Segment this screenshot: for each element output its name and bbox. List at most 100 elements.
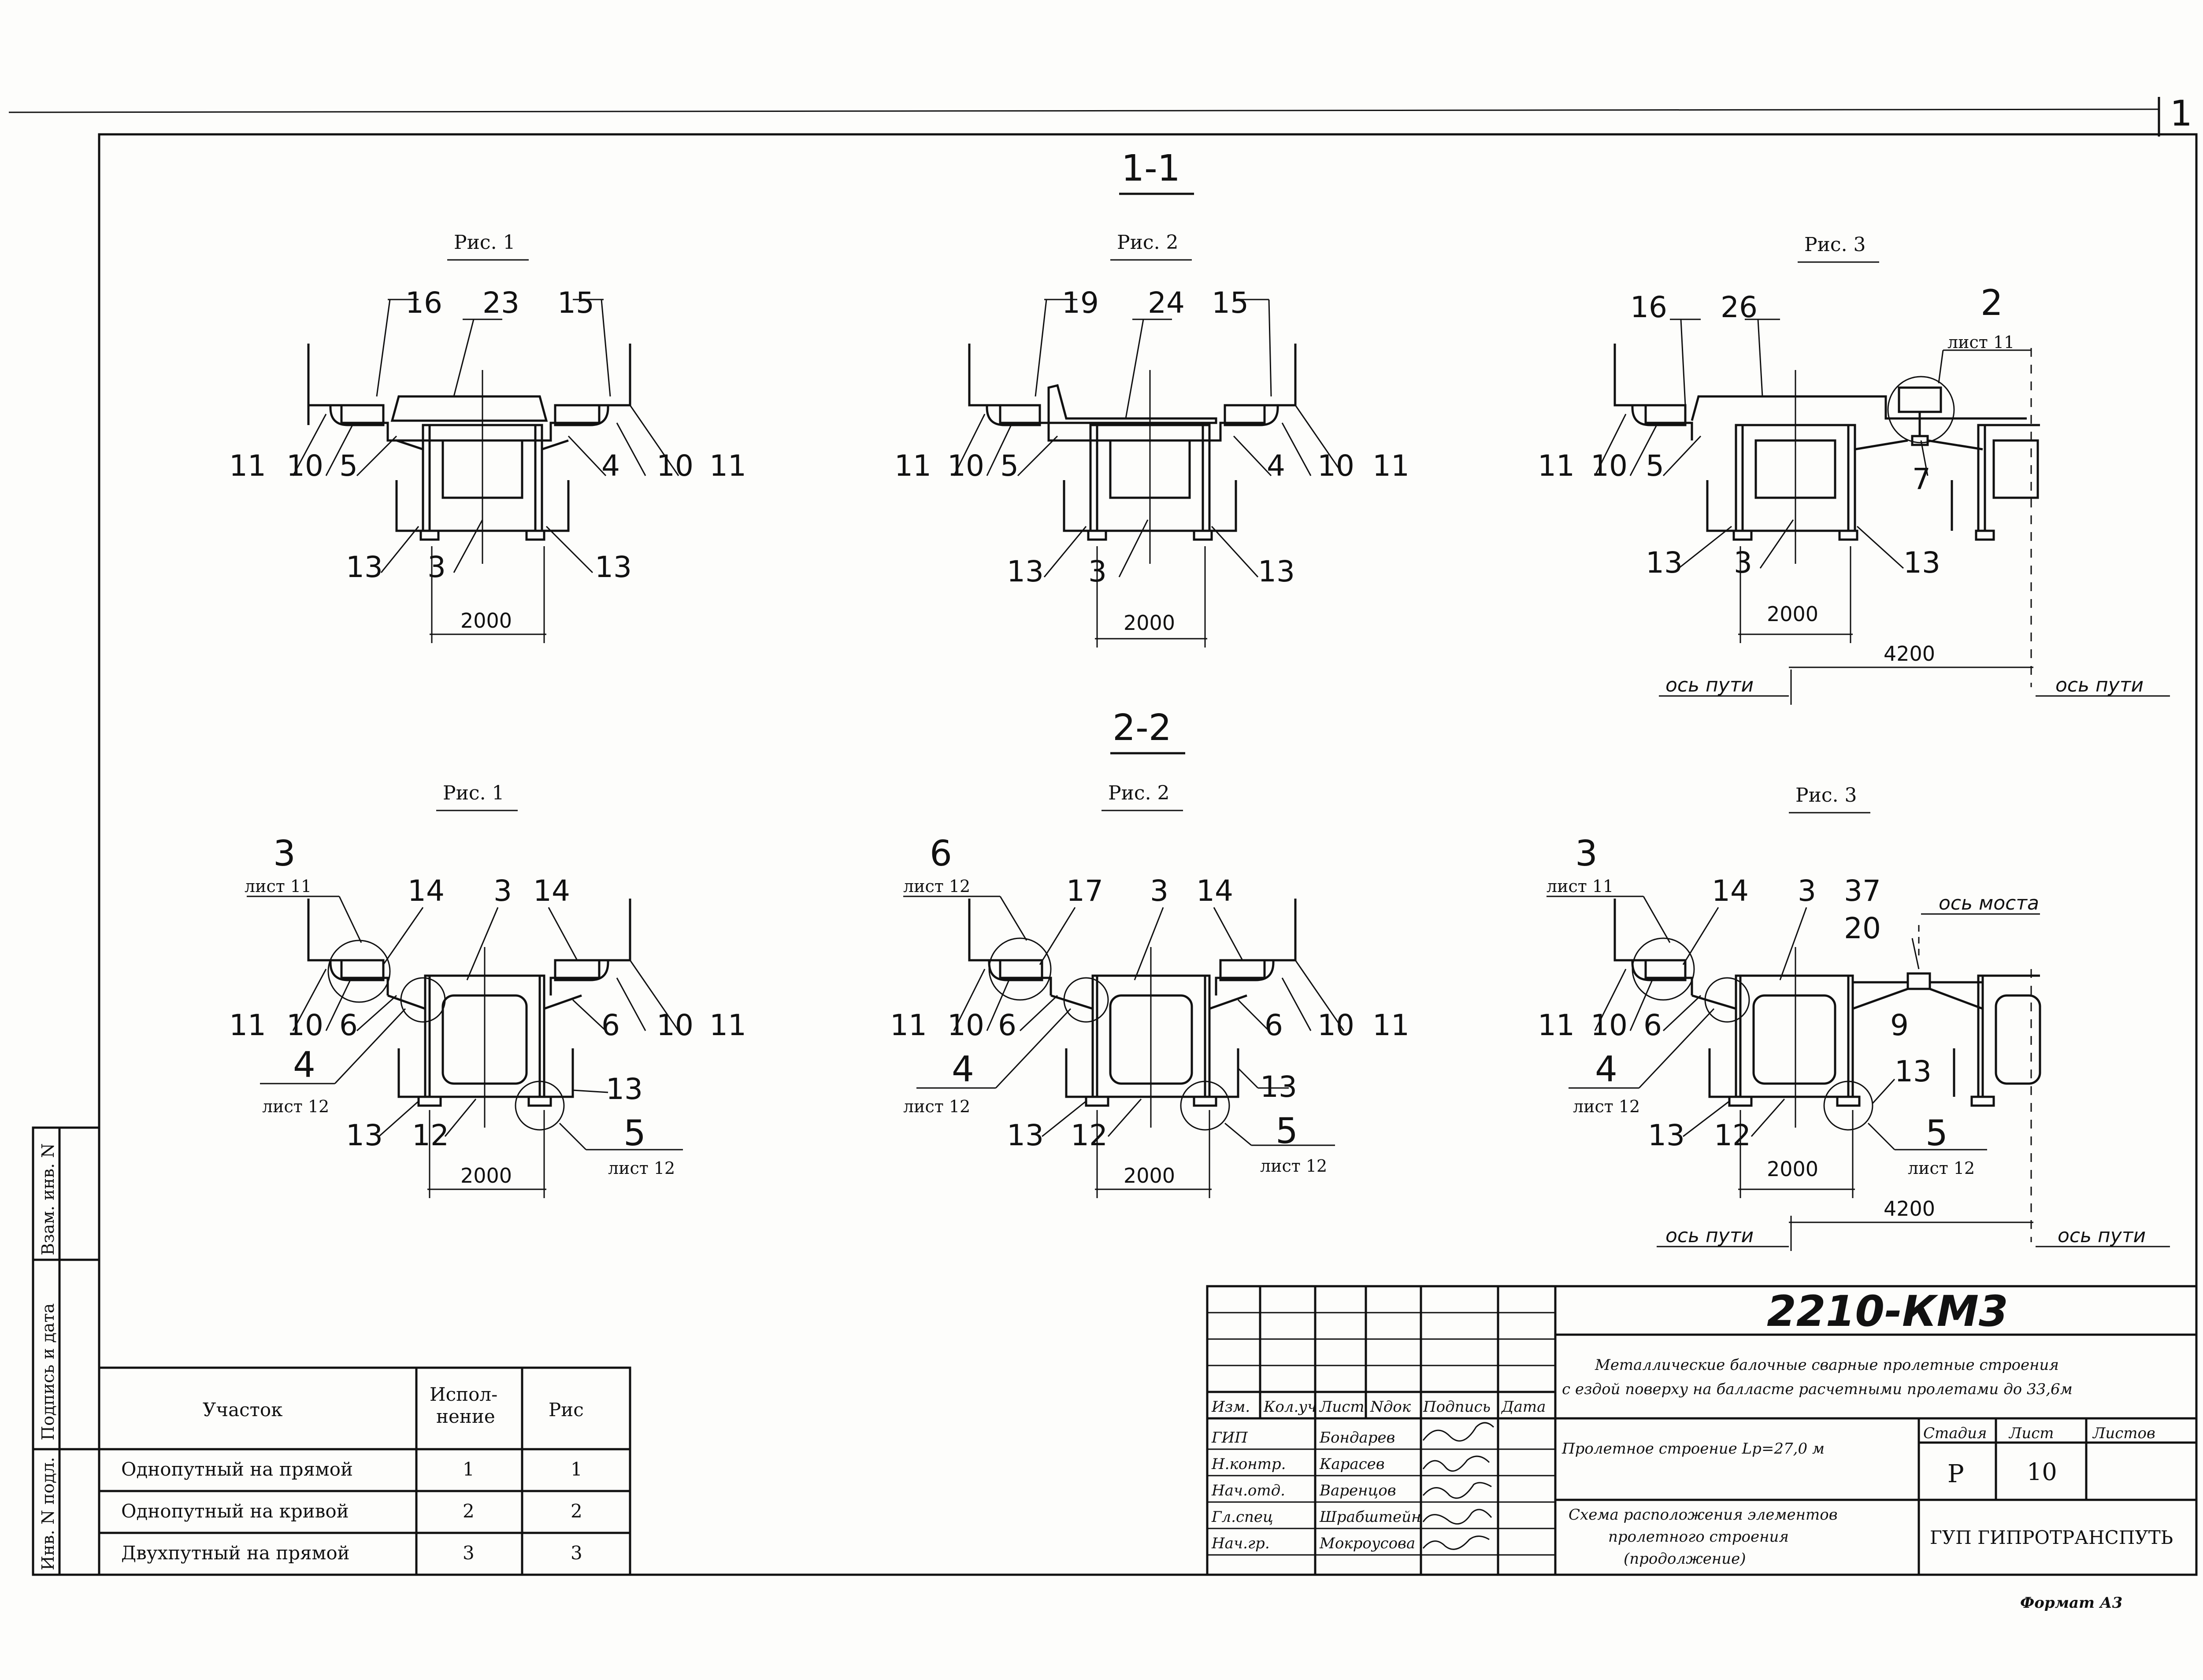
drawing-stroke — [1050, 994, 1093, 1010]
callout-label: Шрабштейн — [1319, 1508, 1421, 1526]
title-block: 2210-КМ3 Металлические балочные сварные … — [1206, 1285, 2198, 1576]
callout-label: 13 — [1007, 555, 1044, 588]
detail-number: 5 — [1925, 1113, 1948, 1154]
table-cell: 2 — [463, 1500, 475, 1522]
drawing-stroke — [98, 1366, 631, 1576]
drawing-stroke — [1613, 344, 1693, 440]
callout-label: Кол.уч — [1263, 1398, 1317, 1416]
track-axis-label: ось пути — [2055, 674, 2144, 696]
detail-number: 2 — [1980, 282, 2003, 323]
drawing-stroke — [378, 1100, 419, 1137]
callout-label: Нач.гр. — [1211, 1535, 1270, 1552]
callout-label: 12 — [412, 1118, 449, 1152]
table-header-line: нение — [436, 1406, 495, 1427]
drawing-stroke — [1629, 980, 1653, 1031]
figure-label: Рис. 1 — [443, 782, 504, 804]
drawing-stroke — [1898, 386, 1942, 413]
callout-label: 3 — [1088, 555, 1107, 588]
drawing-stroke — [1193, 1095, 1217, 1107]
callout-label: Карасев — [1319, 1455, 1385, 1473]
callout-label: 15 — [557, 286, 594, 320]
section-title-2-2: 2-2 — [1113, 707, 1172, 749]
drawing-stroke — [1107, 1099, 1142, 1137]
drawing-stroke — [986, 425, 1012, 476]
drawing-stroke — [1224, 1122, 1252, 1146]
drawing-stroke — [1970, 1095, 1995, 1107]
track-axis-label: ось пути — [2058, 1225, 2146, 1247]
callout-label: 11 — [1372, 1008, 1409, 1042]
callout-label: 10 — [1317, 1008, 1354, 1042]
callout-label: 2000 — [1767, 602, 1818, 626]
figure-label: Рис. 2 — [1108, 782, 1170, 804]
drawing-stroke — [559, 1122, 587, 1151]
callout-label: 13 — [1895, 1055, 1932, 1088]
drawing-stroke — [1215, 899, 1297, 995]
drawing-stroke — [1643, 896, 1671, 943]
figure-label: Рис. 3 — [1795, 784, 1857, 807]
callout-label: Изм. — [1211, 1398, 1250, 1416]
callout-label: 13 — [1260, 1070, 1297, 1104]
drawing-stroke — [999, 896, 1027, 941]
drawing-stroke — [1836, 1095, 1861, 1107]
callout-label: 6 — [1643, 1008, 1662, 1042]
signature — [1422, 1509, 1492, 1525]
callout-label: 17 — [1066, 874, 1103, 908]
callout-label: 4200 — [1884, 1197, 1935, 1221]
figure-label: Рис. 3 — [1804, 233, 1866, 256]
callout-label: 7 — [1912, 462, 1931, 496]
drawing-stroke — [544, 1048, 574, 1098]
drawing-stroke — [1047, 384, 1217, 424]
callout-label: Бондарев — [1319, 1429, 1395, 1447]
callout-label: Гл.спец — [1211, 1508, 1273, 1526]
drawing-stroke — [1779, 907, 1807, 981]
drawing-stroke — [1911, 435, 1929, 446]
callout-label: 13 — [1903, 546, 1940, 580]
drawing-stroke — [1706, 480, 1736, 532]
drawing-stroke — [338, 896, 362, 943]
callout-label: 10 — [947, 449, 984, 483]
drawing-stroke — [953, 414, 986, 476]
callout-label: 5 — [1000, 449, 1019, 483]
drawing-stroke — [1237, 1067, 1259, 1089]
callout-label: 14 — [1712, 874, 1749, 908]
detail-circle — [327, 940, 391, 1003]
drawing-stroke — [1682, 907, 1719, 965]
drawing-stroke — [1938, 350, 1944, 384]
drawing-stroke — [396, 439, 423, 451]
callout-label: 11 — [229, 1008, 266, 1042]
drawing-stroke — [334, 1008, 406, 1084]
callout-label: 13 — [1007, 1118, 1044, 1152]
callout-label: 5 — [1646, 449, 1664, 483]
drawing-stroke — [1281, 977, 1312, 1031]
stage-value: Р — [1947, 1460, 1964, 1488]
callout-label: 11 — [894, 449, 931, 483]
drawing-stroke — [572, 999, 607, 1032]
detail-sheet: лист 12 — [1573, 1097, 1640, 1116]
drawing-stroke — [1294, 405, 1345, 476]
detail-sheet: лист 12 — [1260, 1156, 1327, 1176]
callout-label: 11 — [1372, 449, 1409, 483]
drawing-stroke — [1638, 1008, 1715, 1089]
drawing-stroke — [1975, 529, 1995, 541]
drawing-stroke — [542, 480, 570, 532]
table-cell: 3 — [463, 1542, 475, 1564]
drawing-stroke — [1017, 435, 1058, 477]
drawing-stroke — [616, 977, 646, 1031]
drawing-stroke — [1852, 988, 1908, 1010]
callout-label: 4200 — [1884, 642, 1935, 666]
drawing-stroke — [1224, 404, 1279, 426]
callout-label: 20 — [1844, 911, 1881, 945]
figure-label: Рис. 2 — [1117, 231, 1179, 254]
table-cell: Однопутный на прямой — [121, 1458, 353, 1480]
callout-label: 10 — [286, 1008, 323, 1042]
table-header: Испол-нение — [430, 1384, 497, 1427]
callout-label: Листов — [2092, 1425, 2155, 1442]
callout-label: 11 — [890, 1008, 927, 1042]
detail-sheet: лист 12 — [1908, 1158, 1975, 1178]
drawing-stroke — [1662, 995, 1702, 1032]
callout-label: 10 — [656, 449, 694, 483]
callout-label: Лист — [1319, 1398, 1365, 1416]
drawing-stroke — [1019, 995, 1058, 1032]
section-1-1-fig-2: 19 24 15 11 10 5 4 10 11 13 3 13 2000 — [894, 286, 1409, 648]
